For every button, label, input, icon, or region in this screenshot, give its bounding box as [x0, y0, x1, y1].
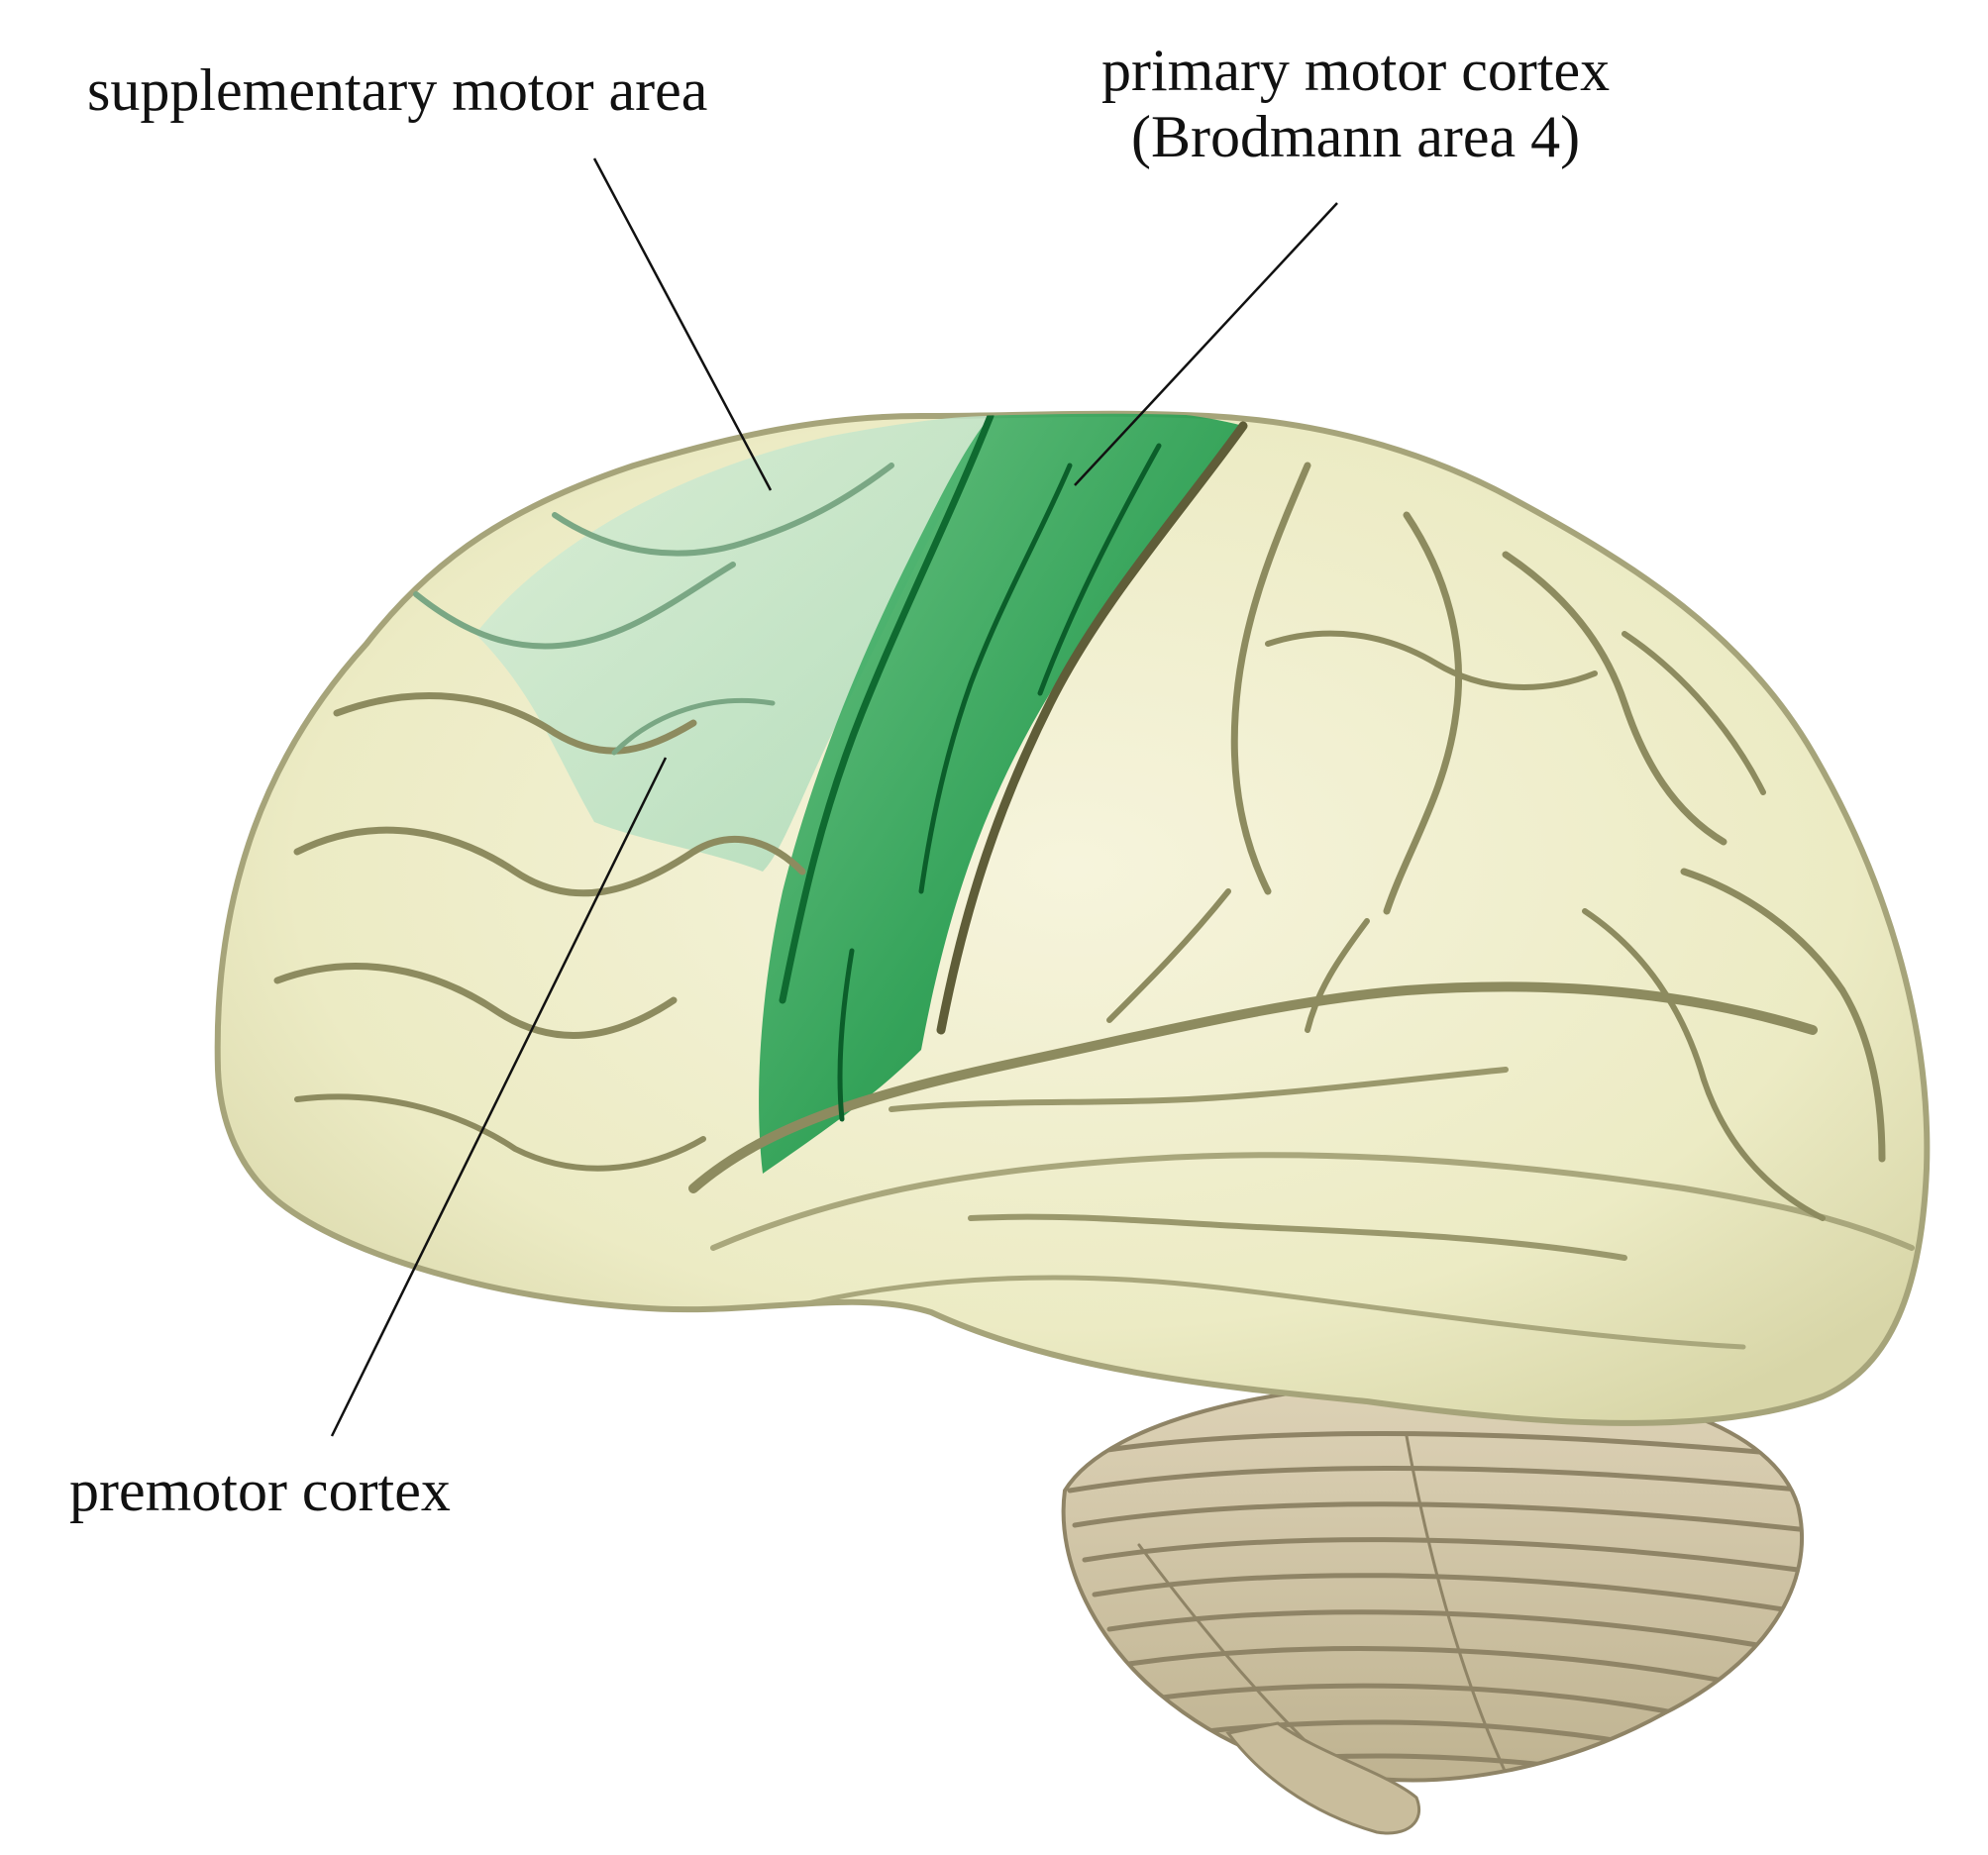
label-premotor-cortex: premotor cortex	[69, 1458, 451, 1523]
leader-line-primary-motor-cortex	[1074, 202, 1338, 486]
label-primary-motor-cortex-title: primary motor cortex	[1101, 38, 1611, 103]
leader-lines	[330, 157, 1338, 1437]
label-supplementary-motor-area: supplementary motor area	[87, 57, 708, 123]
label-primary-motor-cortex: primary motor cortex (Brodmann area 4)	[1101, 38, 1610, 170]
cerebral-cortex	[214, 410, 1931, 1426]
primary-motor-strip	[759, 413, 1243, 1174]
cerebellum	[1061, 1379, 1804, 1835]
label-primary-motor-cortex-subtitle: (Brodmann area 4)	[1131, 104, 1581, 170]
leader-line-premotor-cortex	[330, 757, 668, 1437]
premotor-region	[475, 416, 991, 872]
leader-line-supplementary-motor-area	[592, 157, 773, 491]
